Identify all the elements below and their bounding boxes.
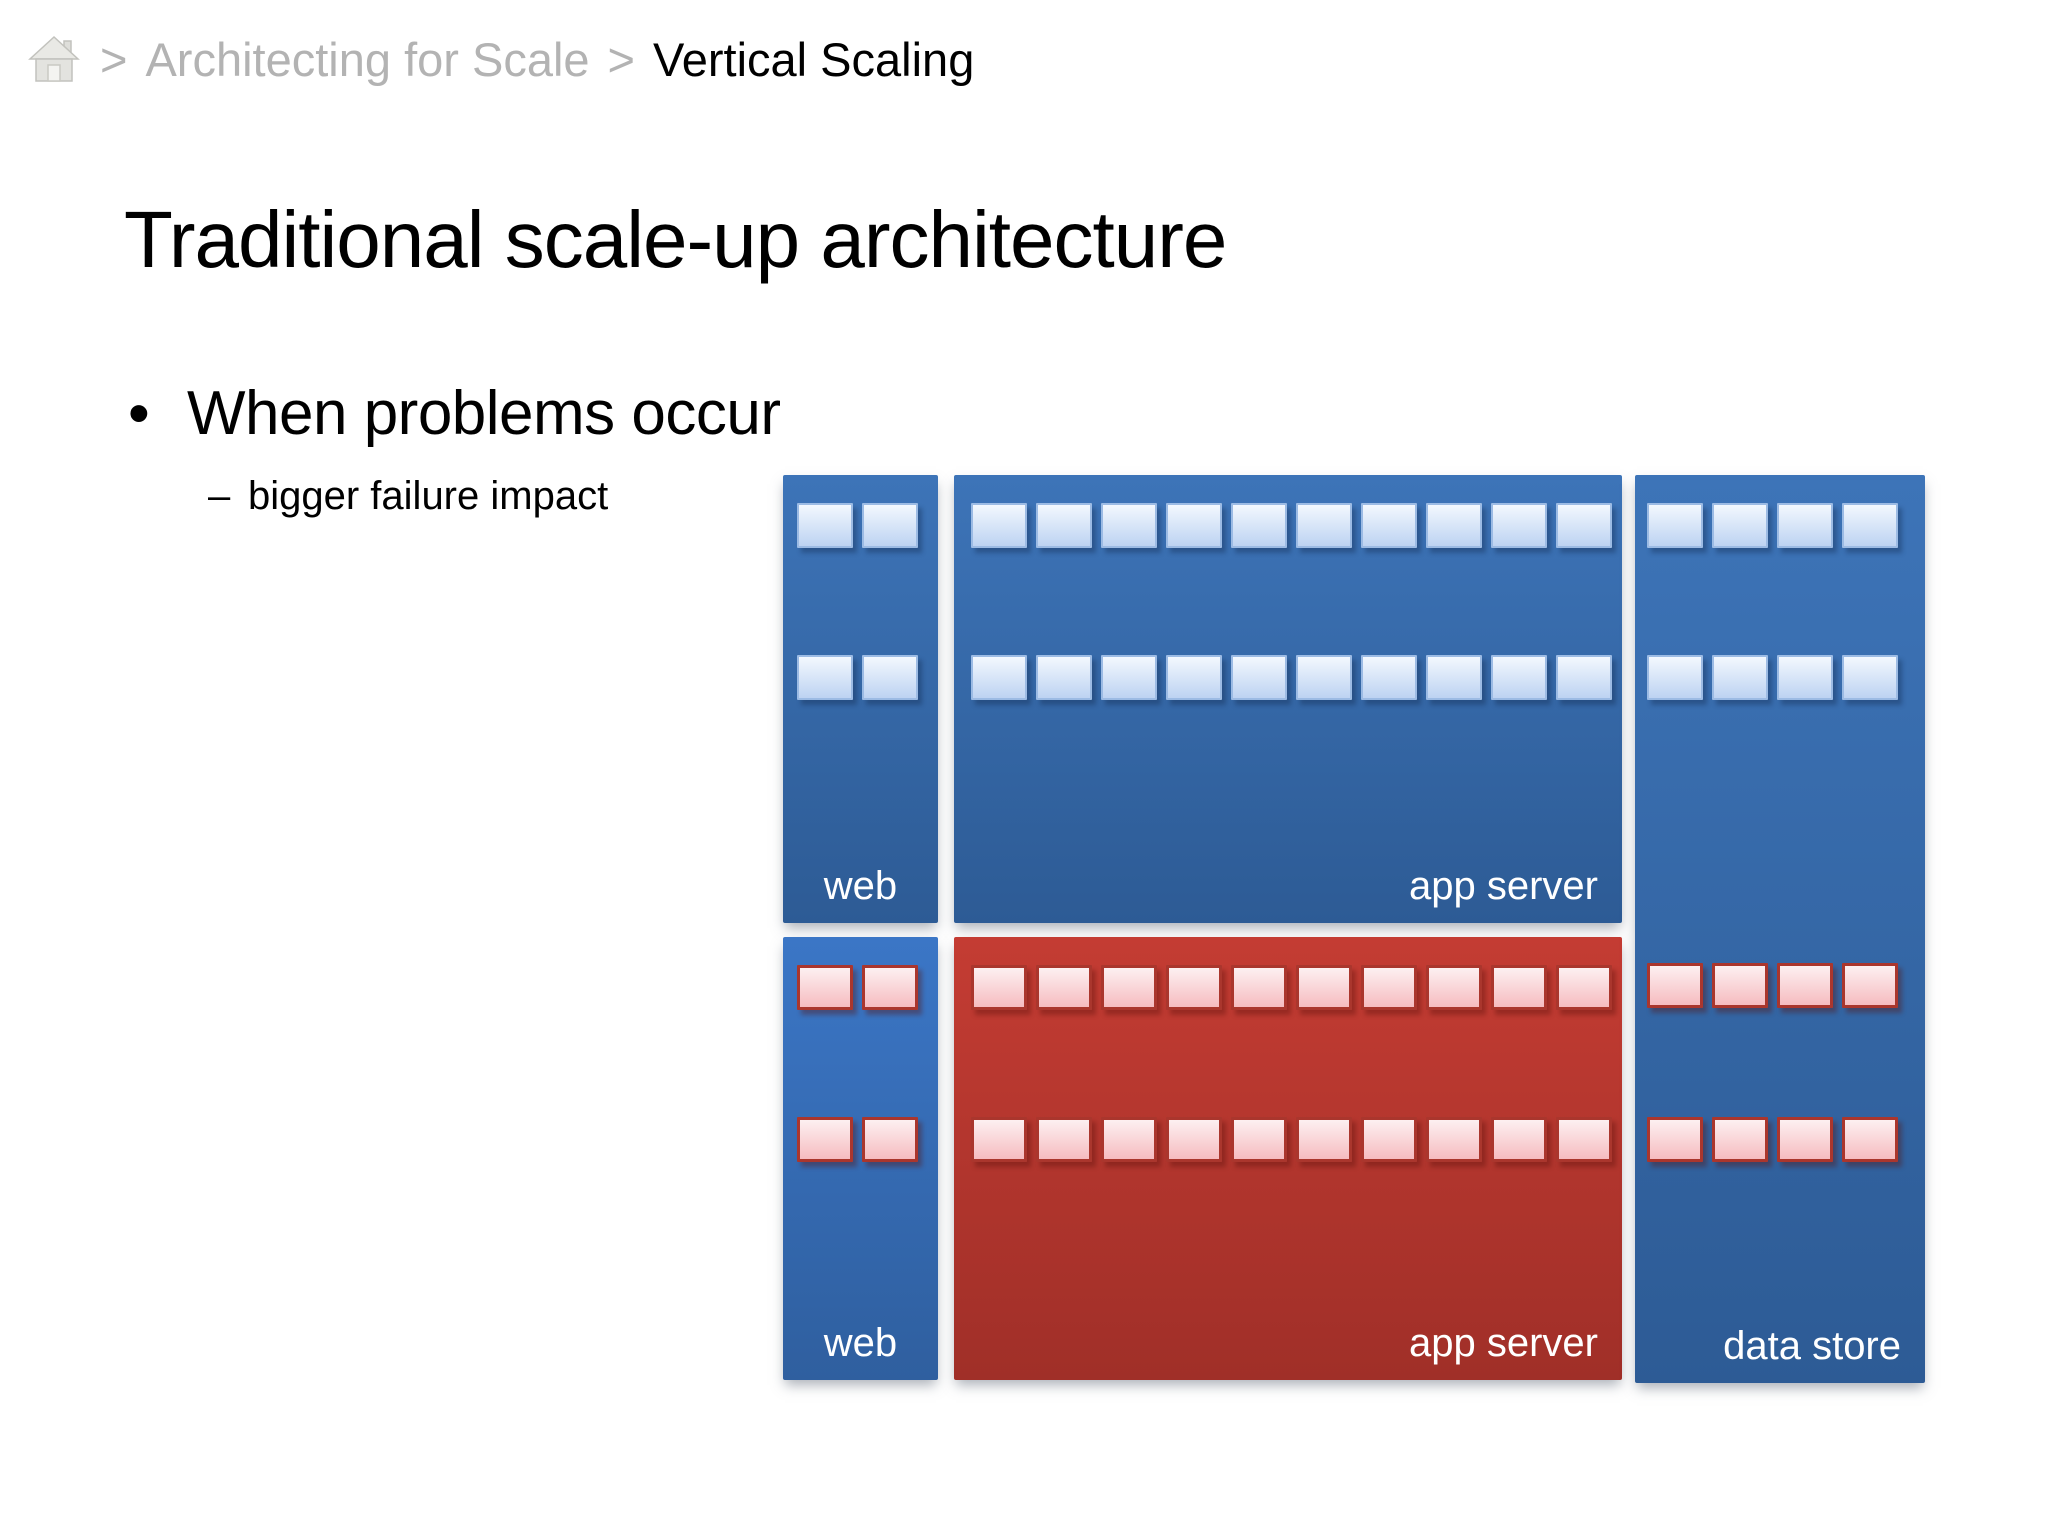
instance-chip-affected: [1036, 1117, 1092, 1162]
bullet-text: When problems occur: [187, 379, 781, 448]
instance-chip-healthy: [1231, 503, 1287, 548]
web-server-box-top: web: [783, 475, 938, 923]
chip-row: [971, 965, 1612, 1010]
instance-chip-affected: [1426, 965, 1482, 1010]
instance-chip-healthy: [1777, 503, 1833, 548]
instance-chip-affected: [862, 965, 918, 1010]
instance-chip-healthy: [862, 503, 918, 548]
instance-chip-healthy: [971, 503, 1027, 548]
instance-chip-healthy: [1361, 655, 1417, 700]
chip-row: [797, 1117, 918, 1162]
instance-chip-affected: [797, 965, 853, 1010]
page-title: Traditional scale-up architecture: [124, 195, 1227, 284]
instance-chip-affected: [1556, 1117, 1612, 1162]
instance-chip-affected: [1231, 965, 1287, 1010]
instance-chip-healthy: [1426, 655, 1482, 700]
instance-chip-healthy: [1842, 655, 1898, 700]
home-icon[interactable]: [26, 31, 82, 87]
instance-chip-healthy: [1647, 503, 1703, 548]
instance-chip-affected: [1361, 965, 1417, 1010]
instance-chip-healthy: [1712, 655, 1768, 700]
instance-chip-healthy: [971, 655, 1027, 700]
instance-chip-healthy: [1036, 503, 1092, 548]
box-label: app server: [1409, 1321, 1598, 1365]
web-server-box-bottom: web: [783, 937, 938, 1380]
instance-chip-healthy: [1101, 503, 1157, 548]
instance-chip-healthy: [1361, 503, 1417, 548]
instance-chip-affected: [1101, 965, 1157, 1010]
instance-chip-affected: [797, 1117, 853, 1162]
data-store-box: data store: [1635, 475, 1925, 1383]
instance-chip-affected: [862, 1117, 918, 1162]
box-label: web: [823, 864, 898, 908]
instance-chip-affected: [1166, 965, 1222, 1010]
instance-chip-healthy: [1101, 655, 1157, 700]
instance-chip-healthy: [1842, 503, 1898, 548]
instance-chip-healthy: [1491, 655, 1547, 700]
instance-chip-affected: [1777, 963, 1833, 1008]
instance-chip-healthy: [862, 655, 918, 700]
instance-chip-affected: [1842, 963, 1898, 1008]
instance-chip-healthy: [1036, 655, 1092, 700]
instance-chip-affected: [971, 1117, 1027, 1162]
instance-chip-affected: [1491, 1117, 1547, 1162]
chip-row: [797, 655, 918, 700]
instance-chip-affected: [1296, 1117, 1352, 1162]
chip-row: [797, 965, 918, 1010]
box-label: data store: [1723, 1324, 1901, 1368]
chip-row: [1647, 963, 1898, 1008]
instance-chip-healthy: [1647, 655, 1703, 700]
instance-chip-affected: [1361, 1117, 1417, 1162]
architecture-diagram: web app server web app server data store: [783, 475, 1925, 1383]
box-label: web: [823, 1321, 898, 1365]
instance-chip-healthy: [1426, 503, 1482, 548]
chip-row: [1647, 655, 1898, 700]
breadcrumb-item-architecting-for-scale[interactable]: Architecting for Scale: [145, 32, 590, 86]
instance-chip-healthy: [1712, 503, 1768, 548]
instance-chip-healthy: [797, 655, 853, 700]
instance-chip-healthy: [1231, 655, 1287, 700]
instance-chip-affected: [1712, 1117, 1768, 1162]
chip-row: [1647, 503, 1898, 548]
breadcrumb-item-vertical-scaling: Vertical Scaling: [653, 32, 975, 86]
app-server-box-failed: app server: [954, 937, 1622, 1380]
instance-chip-healthy: [1296, 503, 1352, 548]
instance-chip-healthy: [1491, 503, 1547, 548]
instance-chip-affected: [1036, 965, 1092, 1010]
breadcrumb-separator: >: [607, 32, 635, 86]
instance-chip-healthy: [1777, 655, 1833, 700]
instance-chip-affected: [1426, 1117, 1482, 1162]
chip-row: [797, 503, 918, 548]
instance-chip-affected: [1296, 965, 1352, 1010]
instance-chip-affected: [1101, 1117, 1157, 1162]
instance-chip-affected: [971, 965, 1027, 1010]
instance-chip-affected: [1842, 1117, 1898, 1162]
instance-chip-affected: [1166, 1117, 1222, 1162]
chip-row: [971, 655, 1612, 700]
instance-chip-affected: [1777, 1117, 1833, 1162]
chip-row: [1647, 1117, 1898, 1162]
chip-row: [971, 1117, 1612, 1162]
instance-chip-healthy: [1556, 503, 1612, 548]
sub-bullet-dash: –: [208, 474, 231, 518]
instance-chip-affected: [1231, 1117, 1287, 1162]
instance-chip-healthy: [1166, 503, 1222, 548]
sub-bullet-text: bigger failure impact: [248, 474, 609, 518]
bullet-marker: •: [128, 379, 150, 448]
instance-chip-affected: [1647, 963, 1703, 1008]
instance-chip-affected: [1491, 965, 1547, 1010]
breadcrumb: > Architecting for Scale > Vertical Scal…: [26, 28, 974, 90]
box-label: app server: [1409, 864, 1598, 908]
instance-chip-healthy: [1166, 655, 1222, 700]
instance-chip-affected: [1556, 965, 1612, 1010]
instance-chip-healthy: [1296, 655, 1352, 700]
instance-chip-affected: [1647, 1117, 1703, 1162]
instance-chip-healthy: [797, 503, 853, 548]
app-server-box-top: app server: [954, 475, 1622, 923]
chip-row: [971, 503, 1612, 548]
instance-chip-healthy: [1556, 655, 1612, 700]
breadcrumb-separator: >: [100, 32, 128, 86]
instance-chip-affected: [1712, 963, 1768, 1008]
